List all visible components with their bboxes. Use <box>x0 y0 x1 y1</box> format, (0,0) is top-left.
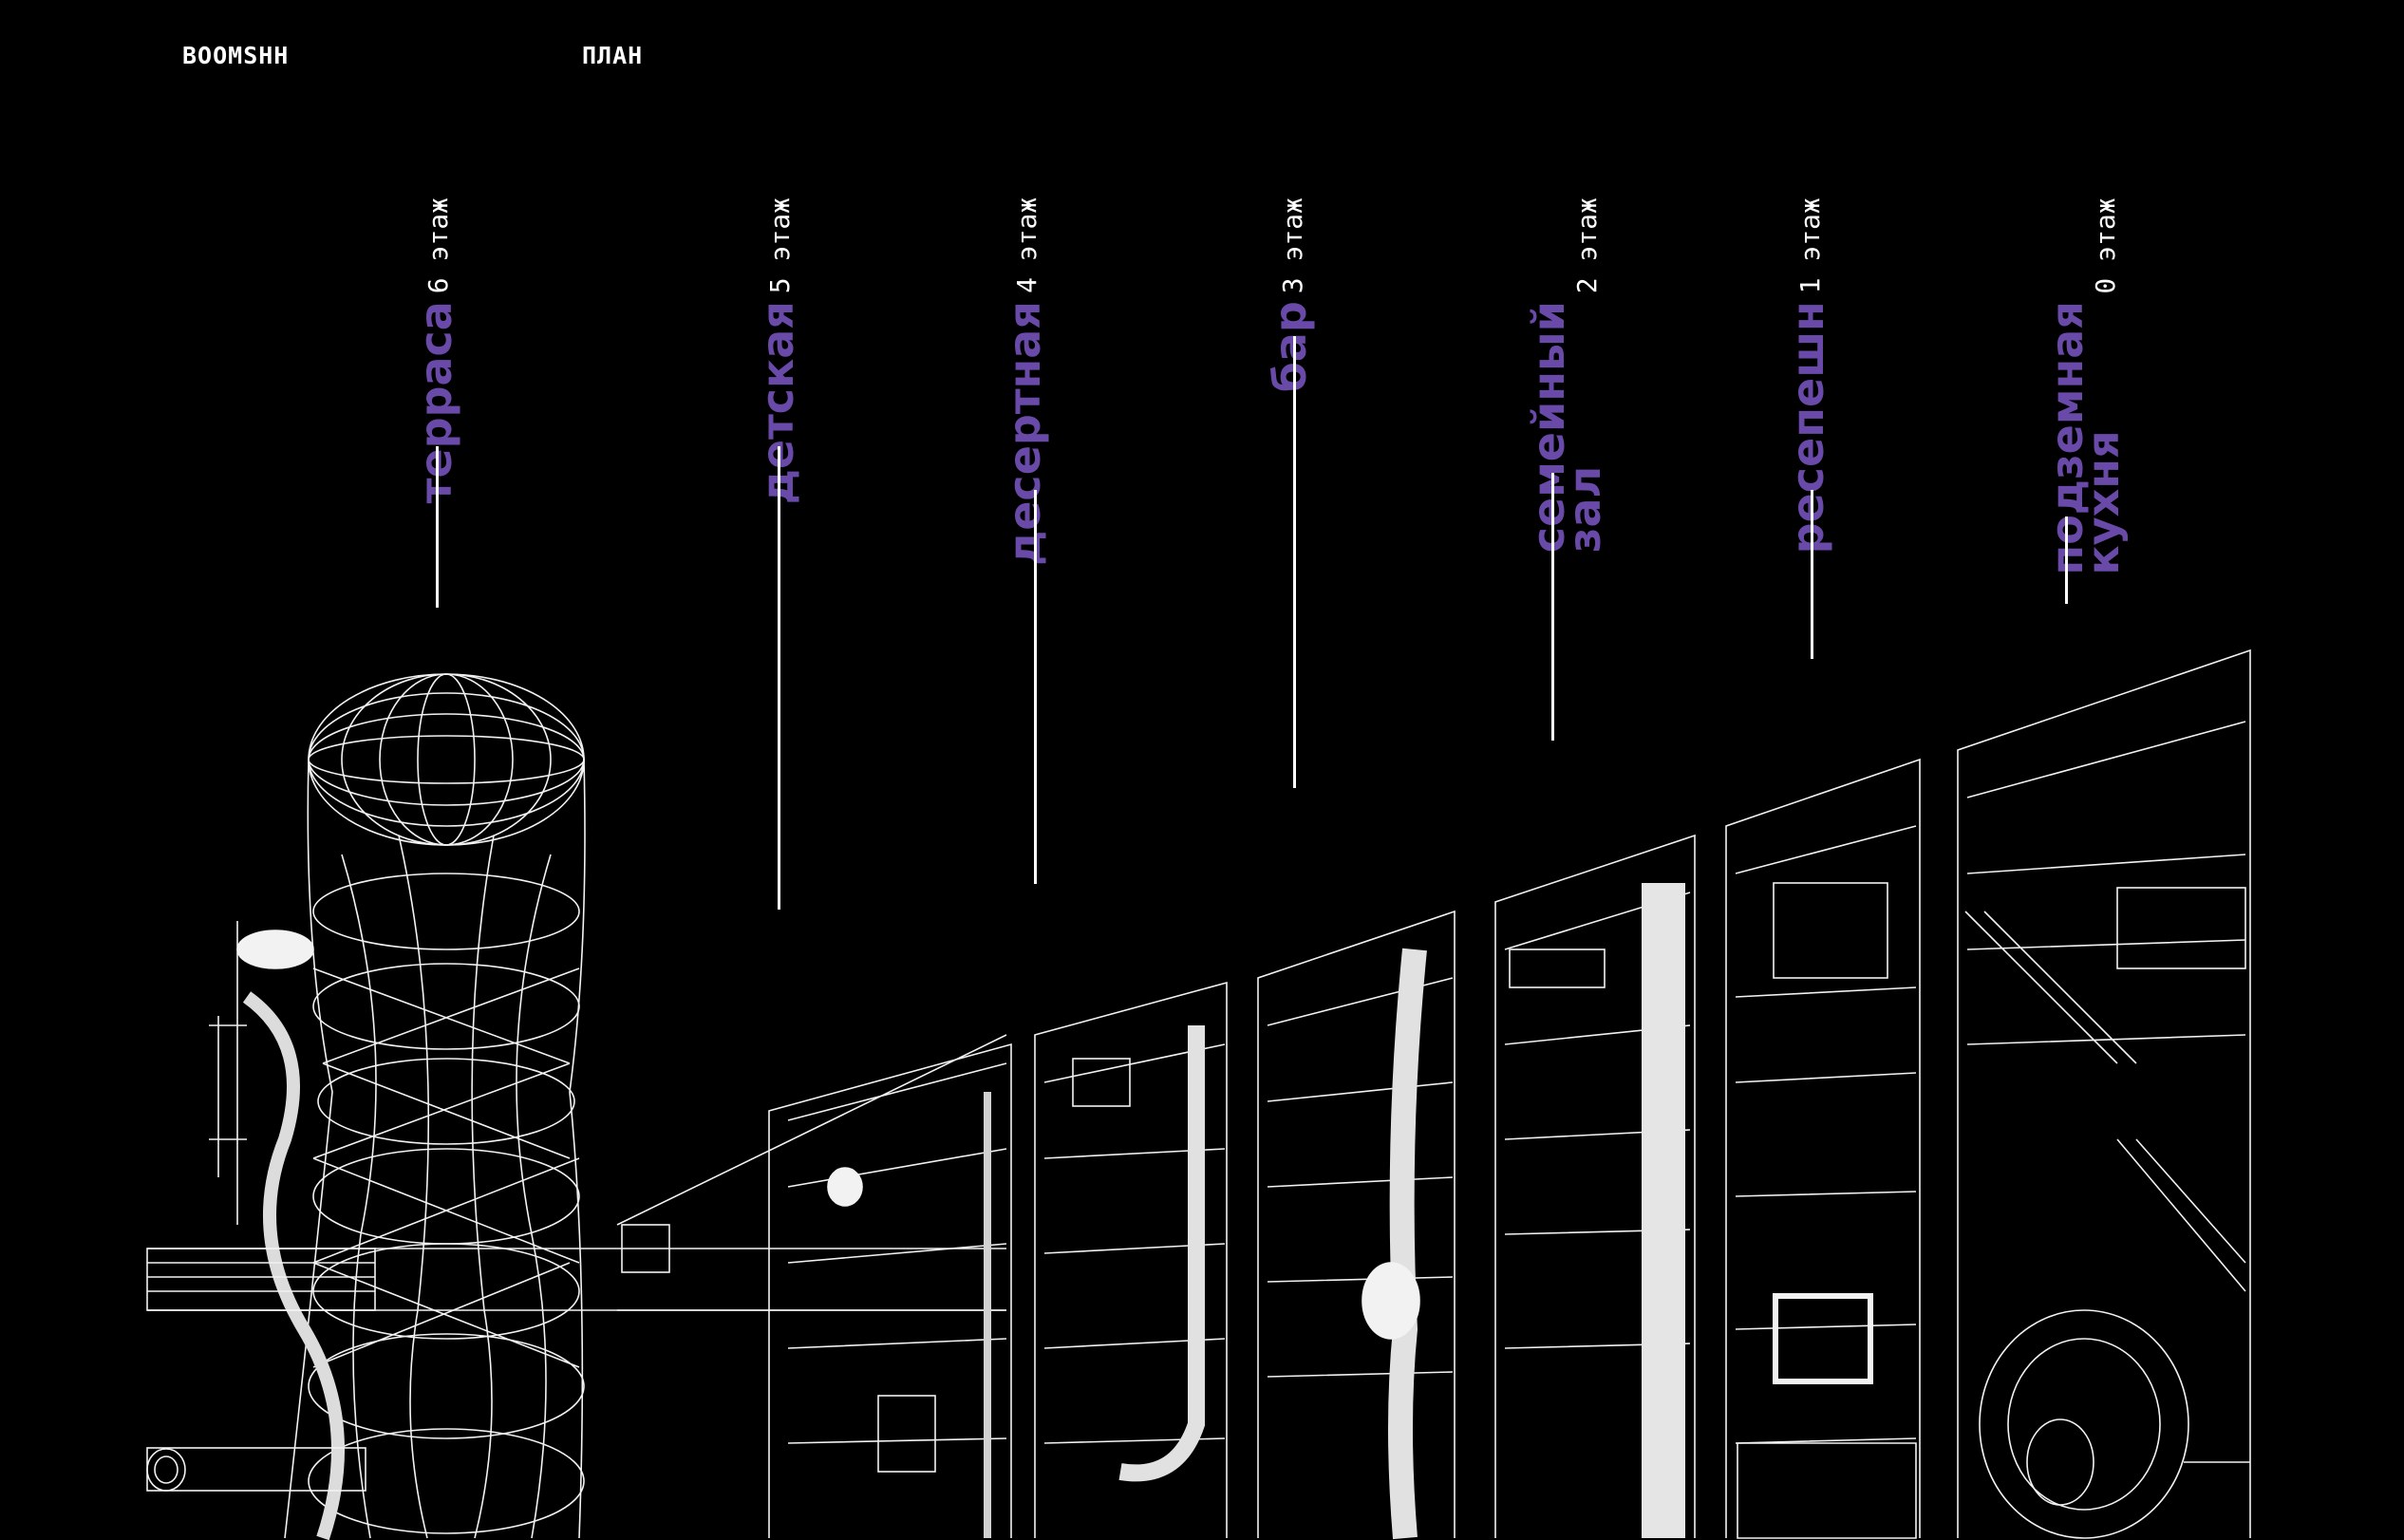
floor-name: семейный зал <box>1523 301 1610 554</box>
floor-line <box>1551 473 1554 741</box>
floor-name: бар <box>1265 301 1316 393</box>
floor-line <box>2065 516 2068 604</box>
terrace-sculpture <box>146 673 586 1540</box>
nav-plan-link[interactable]: ПЛАН <box>582 42 644 69</box>
floor-number: 3 этаж <box>1277 197 1308 294</box>
floor-number: 5 этаж <box>764 197 796 294</box>
floor-number: 1 этаж <box>1794 197 1826 294</box>
floor-line <box>1811 490 1813 659</box>
floor-number: 4 этаж <box>1011 197 1042 294</box>
floor-name: подземная кухня <box>2041 301 2129 575</box>
floor-number: 2 этаж <box>1571 197 1603 294</box>
floor-line <box>436 446 439 608</box>
floor-panels <box>768 648 2251 1540</box>
logo-link[interactable]: BOOMSHH <box>182 42 290 69</box>
floor-line <box>778 446 780 910</box>
floor-line <box>1293 336 1296 788</box>
floor-number: 6 этаж <box>423 197 454 294</box>
beam <box>147 1034 1007 1311</box>
floor-name: десертная <box>999 301 1050 566</box>
floor-name: ресепешн <box>1782 301 1833 554</box>
floor-number: 0 этаж <box>2090 197 2121 294</box>
floor-line <box>1034 490 1037 884</box>
